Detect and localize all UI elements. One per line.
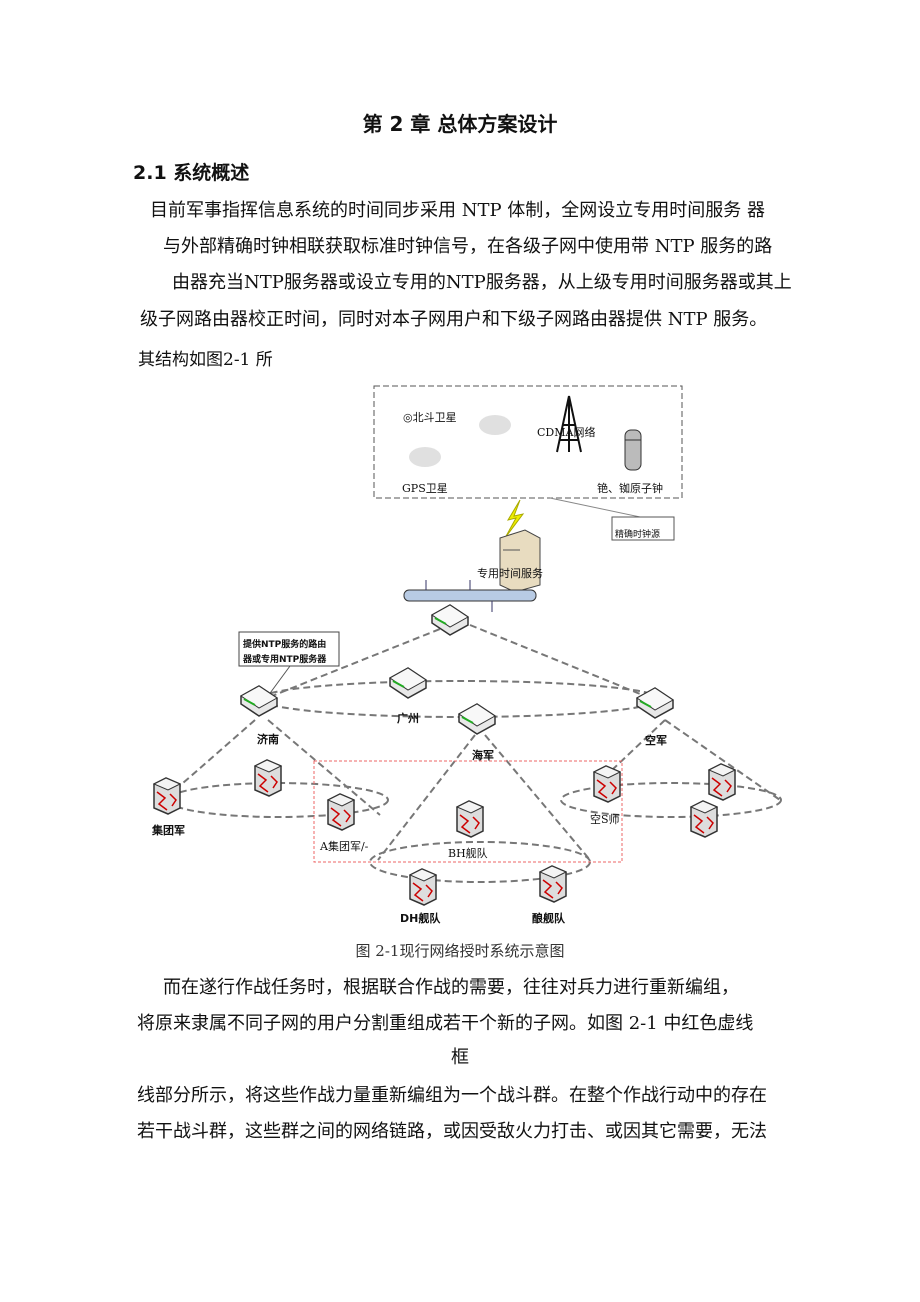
node-label: 空S师: [590, 812, 620, 826]
switch-icon: [708, 763, 736, 801]
server-icon: [499, 529, 541, 593]
precise-source-box: [611, 516, 675, 541]
gps-label: GPS卫星: [402, 482, 448, 495]
atomic-clock-icon: [624, 429, 642, 471]
switch-icon: [327, 793, 355, 831]
node-label: DH舰队: [400, 911, 441, 925]
beidou-label: ◎北斗卫星: [403, 411, 457, 424]
switch-icon: [456, 800, 484, 838]
switch-icon: [254, 759, 282, 797]
network-bus: [403, 589, 537, 602]
node-label: 济南: [257, 732, 279, 746]
time-source-box: [373, 385, 683, 499]
node-label: 空军: [645, 733, 667, 747]
router-icon: [458, 703, 496, 735]
satellite-icon: [409, 447, 441, 467]
paragraph-line: 若干战斗群，这些群之间的网络链路，或因受敌火力打击、或因其它需要，无法: [137, 1121, 767, 1142]
chapter-title: 第 2 章 总体方案设计: [362, 112, 558, 136]
node-label: 广州: [397, 711, 419, 725]
paragraph-line: 其结构如图2-1 所: [138, 350, 273, 370]
callout-line: 器或专用NTP服务器: [242, 653, 327, 665]
node-label: 海军: [472, 748, 494, 762]
paragraph-line: 线部分所示，将这些作战力量重新编组为一个战斗群。在整个作战行动中的存在: [137, 1085, 767, 1106]
node-label: BH舰队: [448, 846, 488, 860]
figure-caption: 图 2-1现行网络授时系统示意图: [355, 942, 565, 960]
callout-box: [238, 631, 340, 667]
regrouped-battle-group-box: [313, 760, 623, 863]
switch-icon: [153, 777, 181, 815]
precise-source-label: 精确时钟源: [615, 528, 660, 540]
paragraph-line: 级子网路由器校正时间，同时对本子网用户和下级子网路由器提供 NTP 服务。: [140, 309, 768, 330]
switch-icon: [409, 868, 437, 906]
satellite-icon: [479, 415, 511, 435]
node-label: 酿舰队: [532, 911, 566, 925]
callout-line: 提供NTP服务的路由: [243, 638, 326, 650]
switch-icon: [593, 765, 621, 803]
paragraph-line: 目前军事指挥信息系统的时间同步采用 NTP 体制，全网设立专用时间服务 器: [150, 200, 766, 221]
node-label: A集团军/-: [319, 839, 369, 853]
network-timing-diagram: ◎北斗卫星 CDMA网络 GPS卫星 铯、铷原子钟 精确时钟源 专用时间服务: [151, 385, 782, 925]
paragraph-line: 与外部精确时钟相联获取标准时钟信号，在各级子网中使用带 NTP 服务的路: [163, 236, 773, 257]
cdma-label: CDMA网络: [537, 425, 595, 439]
atomic-clock-label: 铯、铷原子钟: [597, 481, 663, 495]
router-icon: [389, 667, 427, 699]
cdma-tower-icon: [556, 395, 582, 453]
switch-icon: [690, 800, 718, 838]
router-icon: [636, 687, 674, 719]
time-server-label: 专用时间服务: [477, 566, 543, 580]
paragraph-line: 由器充当NTP服务器或设立专用的NTP服务器，从上级专用时间服务器或其上: [172, 272, 792, 293]
paragraph-line: 而在遂行作战任务时，根据联合作战的需要，往往对兵力进行重新编组，: [163, 977, 739, 998]
node-label: 集团军: [151, 823, 185, 837]
paragraph-line: 框: [451, 1047, 469, 1068]
paragraph-line: 将原来隶属不同子网的用户分割重组成若干个新的子网。如图 2-1 中红色虚线: [137, 1013, 754, 1034]
switch-icon: [539, 865, 567, 903]
section-title: 2.1 系统概述: [133, 162, 250, 184]
